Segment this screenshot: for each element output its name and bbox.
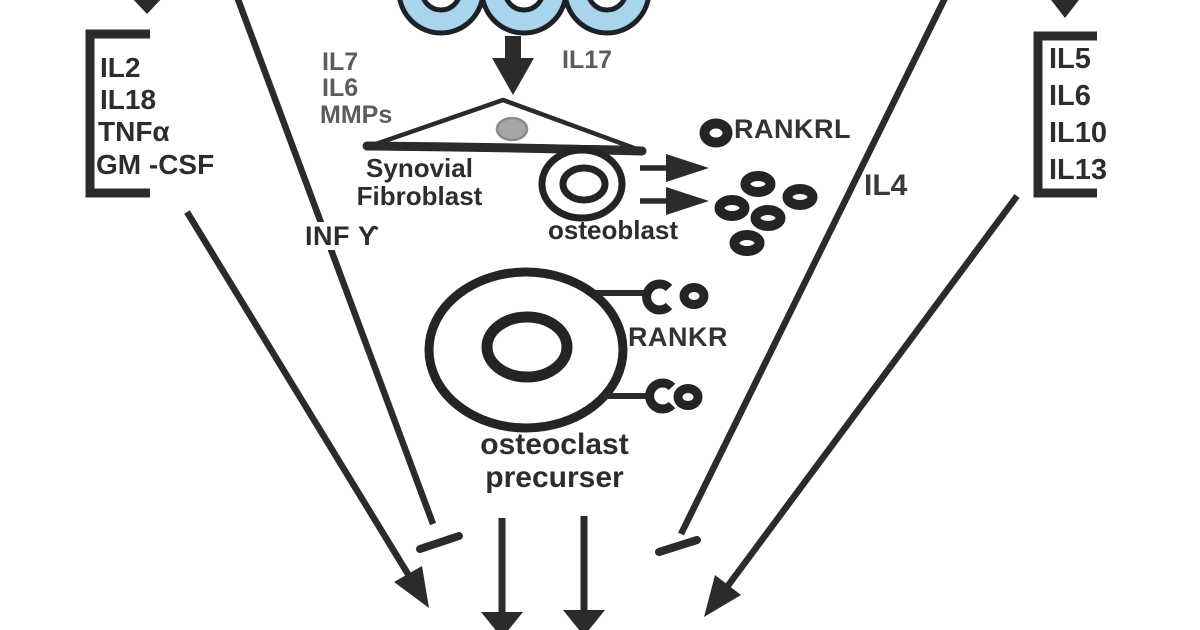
synovial-fibroblast-label: Synovial Fibroblast xyxy=(342,154,497,210)
rankl-ligand-icon xyxy=(699,118,733,148)
osteoblast-secretion-arrowhead-icon-1 xyxy=(666,154,709,182)
right-cytokines-arrow-line xyxy=(721,194,1020,593)
osteoclast-precursor-label-line1: osteoclast xyxy=(480,428,629,461)
rank-receptor-ligand-icon-top xyxy=(679,283,709,309)
left-cytokine-bracket xyxy=(85,29,150,198)
osteoclast-precursor-nucleus-icon xyxy=(481,311,573,383)
rank-receptor-icon-bottom xyxy=(645,378,676,414)
il4-label: IL4 xyxy=(864,169,908,202)
right-cytokine-il6: IL6 xyxy=(1049,80,1091,112)
differentiation-arrowhead-icon-1 xyxy=(481,612,523,630)
right-cytokine-bracket xyxy=(1033,31,1097,198)
differentiation-arrowhead-icon-2 xyxy=(563,610,605,630)
osteoblast-secretion-arrowhead-icon-2 xyxy=(666,187,709,215)
il17-label: IL17 xyxy=(562,46,613,74)
fibroblast-nucleus-icon xyxy=(495,116,529,142)
rankl-ligand-cluster-icon-5 xyxy=(729,230,765,256)
left-cytokines-arrow-line xyxy=(184,210,414,581)
osteoclast-precursor-label: osteoclast precurser xyxy=(437,428,672,494)
rankl-ligand-cluster-icon-4 xyxy=(750,205,786,231)
rankl-ligand-cluster-icon-3 xyxy=(714,195,750,221)
right-cytokine-il13: IL13 xyxy=(1049,154,1108,186)
rank-receptor-icon-top xyxy=(642,279,673,315)
left-cytokine-il18: IL18 xyxy=(100,84,157,115)
inf-gamma-inhibition-tbar-icon xyxy=(416,532,463,553)
right-cytokine-il10: IL10 xyxy=(1049,117,1108,149)
left-cytokines-arrowhead-icon xyxy=(394,566,429,608)
left-cytokine-gmcsf: GM -CSF xyxy=(96,149,215,180)
synovial-fibroblast-label-line2: Fibroblast xyxy=(356,181,483,211)
top-left-down-arrowhead-icon xyxy=(133,0,161,14)
rankl-ligand-cluster-icon-1 xyxy=(740,171,776,197)
synovial-fibroblast-label-line1: Synovial xyxy=(366,153,473,183)
rankrl-label: RANKRL xyxy=(734,114,851,144)
fibroblast-factor-mmps: MMPs xyxy=(320,101,393,129)
il4-inhibition-tbar-icon xyxy=(655,536,701,556)
inf-gamma-label: INF ϒ xyxy=(302,222,383,250)
t-cell-icon-3 xyxy=(563,0,651,36)
t-cell-icon-1 xyxy=(397,0,485,36)
rank-receptor-ligand-icon-bottom xyxy=(673,384,703,410)
left-cytokine-il2: IL2 xyxy=(100,52,141,83)
left-cytokine-tnfa: TNFα xyxy=(98,116,170,147)
tcell-to-fibroblast-arrowhead-icon xyxy=(492,58,534,95)
osteoblast-label: osteoblast xyxy=(548,215,679,245)
right-cytokines-arrowhead-icon xyxy=(704,575,741,617)
rankr-label: RANKR xyxy=(628,322,728,352)
fibroblast-factor-il7: IL7 xyxy=(322,48,359,76)
il4-inhibition-line xyxy=(678,0,948,536)
osteoblast-nucleus-icon xyxy=(559,164,609,204)
t-cell-icon-2 xyxy=(480,0,568,36)
inf-gamma-inhibition-line xyxy=(234,0,437,526)
right-cytokine-il5: IL5 xyxy=(1049,43,1091,75)
rankl-ligand-cluster-icon-2 xyxy=(782,184,818,210)
fibroblast-base-line xyxy=(362,141,647,156)
top-right-down-arrowhead-icon xyxy=(1051,0,1079,18)
fibroblast-factor-il6: IL6 xyxy=(322,74,359,102)
osteoclast-precursor-label-line2: precurser xyxy=(485,461,624,494)
